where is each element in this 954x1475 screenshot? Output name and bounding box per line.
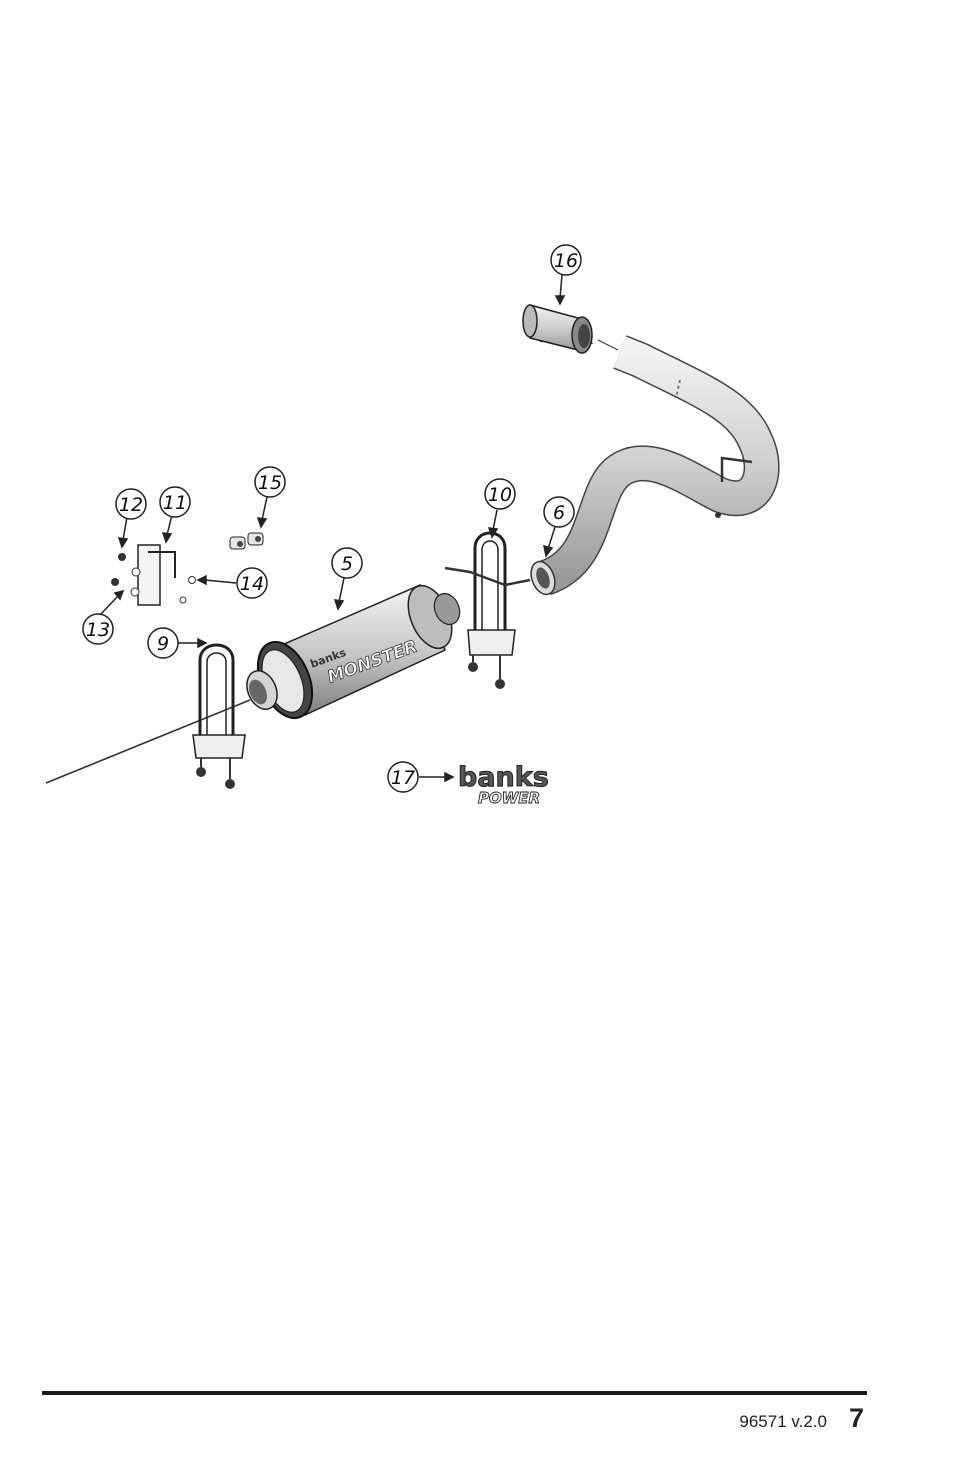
callout-5: 5 xyxy=(331,547,363,579)
callout-16: 16 xyxy=(550,244,582,276)
callout-9-label: 9 xyxy=(157,633,169,655)
callout-6-label: 6 xyxy=(553,502,565,524)
leader-lines xyxy=(99,274,566,783)
page-number: 7 xyxy=(848,1403,864,1433)
logo-banks-text: banks xyxy=(458,762,549,793)
rubber-isolators xyxy=(229,532,264,550)
callout-10: 10 xyxy=(484,478,516,510)
callout-5-label: 5 xyxy=(341,553,353,575)
callout-12: 12 xyxy=(115,488,147,520)
hanger-bracket xyxy=(111,544,196,606)
callout-15: 15 xyxy=(254,466,286,498)
clamp-9 xyxy=(192,643,246,789)
callout-15-label: 15 xyxy=(258,472,282,494)
callout-14: 14 xyxy=(236,567,268,599)
exhaust-tip xyxy=(522,304,619,354)
banks-power-logo: banks POWER xyxy=(458,762,550,808)
callout-17: 17 xyxy=(387,761,419,793)
page-footer: 96571 v.2.0 7 xyxy=(739,1403,864,1434)
muffler: banks MONSTER xyxy=(246,584,461,719)
callout-13: 13 xyxy=(82,613,114,645)
callout-12-label: 12 xyxy=(119,494,143,516)
logo-power-text: POWER xyxy=(478,789,540,807)
tailpipe xyxy=(530,335,780,596)
callout-9: 9 xyxy=(147,627,179,659)
footer-rule xyxy=(42,1391,867,1395)
callout-10-label: 10 xyxy=(488,484,512,506)
callout-11: 11 xyxy=(159,486,191,518)
callout-13-label: 13 xyxy=(86,619,110,641)
callout-14-label: 14 xyxy=(240,573,264,595)
callout-11-label: 11 xyxy=(163,492,187,514)
document-id: 96571 v.2.0 xyxy=(739,1412,827,1431)
inlet-pipe-line xyxy=(45,699,251,784)
exhaust-parts-diagram: banks MONSTER banks POW xyxy=(45,244,780,808)
callout-6: 6 xyxy=(543,496,575,528)
callout-17-label: 17 xyxy=(391,767,415,789)
callout-16-label: 16 xyxy=(554,250,578,272)
